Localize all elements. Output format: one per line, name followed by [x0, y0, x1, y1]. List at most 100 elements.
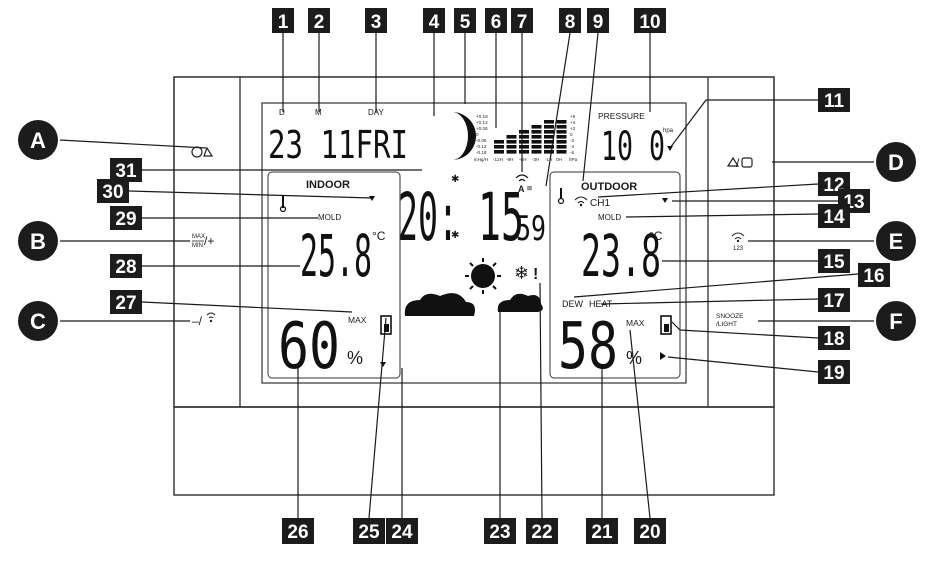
- snooze-icon: [741, 157, 753, 168]
- button-b-plus: /+: [204, 234, 214, 248]
- callout-D: D: [888, 150, 904, 175]
- clock-display: 20: 15 59 ✱ ✱ A ⊠: [398, 174, 546, 256]
- trend-hours: -12H -9H -6H -3H -1H 0H: [493, 157, 562, 162]
- outdoor-temp-unit: °C: [649, 229, 663, 243]
- indoor-section: INDOOR MOLD 25.8 °C MAX 60 %: [278, 179, 392, 384]
- outdoor-channel: CH1: [590, 198, 610, 209]
- indoor-temp-unit: °C: [372, 229, 386, 243]
- trend-bar-segment: [494, 145, 504, 149]
- alarm-clock-icon: [191, 146, 203, 158]
- trend-bar-segment: [556, 150, 567, 154]
- trend-right-scale: +6 +4 +2 0 -2 -4 -6 hPa: [569, 114, 578, 162]
- pressure-display: PRESSURE 10 0 hpa: [598, 111, 674, 170]
- trend-right-4: -2: [570, 138, 575, 143]
- pressure-label: PRESSURE: [598, 111, 645, 121]
- trend-bar-segment: [531, 135, 542, 139]
- trend-bar-segment: [544, 135, 554, 139]
- callout-25: 25: [358, 522, 380, 543]
- trend-bar-segment: [494, 150, 504, 154]
- trend-bar-segment: [519, 140, 529, 144]
- trend-right-2: +2: [570, 126, 576, 131]
- button-b-min: MIN: [192, 243, 203, 249]
- outdoor-humidity-arrow-icon: [660, 352, 666, 360]
- button-b[interactable]: MAX MIN /+: [192, 234, 214, 249]
- alarm-mark-icon: ✱: [451, 230, 459, 241]
- trend-right-3: 0: [570, 132, 573, 137]
- trend-right-1: +4: [570, 120, 576, 125]
- trend-bar-segment: [519, 145, 529, 149]
- trend-left-3: 0: [476, 132, 479, 137]
- trend-right-5: -4: [570, 144, 575, 149]
- button-e[interactable]: 123: [731, 232, 745, 252]
- trend-bar-segment: [531, 130, 542, 134]
- trend-bar-segment: [556, 130, 567, 134]
- callouts-bottom: 26 25 24 23 22 21 20: [282, 518, 666, 544]
- date-day-label: DAY: [368, 108, 385, 117]
- button-e-label: 123: [733, 246, 744, 252]
- trend-left-1: +0.12: [476, 120, 488, 125]
- pressure-arrow-icon: [667, 146, 673, 151]
- button-a[interactable]: [191, 146, 214, 158]
- trend-hour-0: -12H: [493, 157, 503, 162]
- button-b-max: MAX: [192, 234, 205, 240]
- indoor-title: INDOOR: [306, 179, 350, 191]
- indoor-max-label: MAX: [348, 315, 367, 325]
- callout-5: 5: [460, 12, 471, 33]
- trend-bar-segment: [544, 130, 554, 134]
- callout-19: 19: [823, 363, 844, 384]
- callout-15: 15: [823, 252, 845, 273]
- button-c[interactable]: –/: [192, 312, 216, 328]
- screen-bezel: [239, 76, 709, 408]
- trend-hour-2: -6H: [519, 157, 526, 162]
- trend-left-6: -0.18: [476, 150, 487, 155]
- trend-right-unit: hPa: [569, 157, 578, 162]
- callout-21: 21: [591, 522, 613, 543]
- callout-30: 30: [102, 182, 123, 203]
- lcd-screen: [261, 102, 687, 384]
- indoor-panel: [267, 171, 401, 379]
- trend-bar-segment: [531, 150, 542, 154]
- button-d[interactable]: /: [726, 156, 753, 170]
- right-side-panel: [707, 76, 775, 408]
- sun-icon: [465, 258, 501, 294]
- outdoor-temperature: 23.8: [581, 222, 661, 290]
- indoor-battery-icon: [380, 315, 392, 335]
- bell-icon: [203, 146, 214, 157]
- outdoor-mold-label: MOLD: [598, 213, 621, 222]
- trend-bar-segment: [519, 150, 529, 154]
- callout-C: C: [30, 309, 46, 334]
- button-f[interactable]: SNOOZE /LIGHT: [716, 313, 744, 328]
- trend-left-0: +0.18: [476, 114, 488, 119]
- callout-9: 9: [593, 12, 604, 33]
- button-f-snooze: SNOOZE: [716, 313, 744, 320]
- indoor-temperature: 25.8: [300, 222, 372, 290]
- trend-hour-4: -1H: [545, 157, 552, 162]
- device-stand: [173, 406, 775, 496]
- indoor-humidity-arrow-icon: [380, 362, 386, 367]
- wifi-icon: [206, 312, 216, 319]
- outdoor-dew-label: DEW: [562, 299, 584, 309]
- callout-7: 7: [517, 12, 528, 33]
- trend-bars: [494, 120, 567, 154]
- cloud-large-icon: [404, 293, 475, 316]
- trend-left-scale: +0.18 +0.12 +0.06 0 -0.06 -0.12 -0.18 in…: [474, 114, 488, 162]
- callout-4: 4: [429, 12, 440, 33]
- callout-24: 24: [391, 522, 413, 543]
- outdoor-battery-icon: [660, 315, 672, 335]
- callout-14: 14: [823, 207, 845, 228]
- callout-8: 8: [565, 12, 576, 33]
- trend-bar-segment: [544, 150, 554, 154]
- letter-callouts: A B C D E F: [18, 120, 916, 341]
- trend-bar-segment: [556, 140, 567, 144]
- trend-bar-segment: [494, 140, 504, 144]
- am-pm-mark-icon: ✱: [451, 174, 459, 185]
- date-display: D M DAY 23 11FRI: [268, 108, 408, 167]
- button-c-label: –/: [192, 314, 203, 328]
- outdoor-trend-arrow-icon: [662, 198, 668, 203]
- callout-20: 20: [639, 522, 660, 543]
- clock-seconds: 59: [516, 209, 546, 249]
- ice-alert-icon: !: [533, 266, 538, 283]
- trend-right-0: +6: [570, 114, 576, 119]
- trend-bar-segment: [544, 145, 554, 149]
- trend-bar-segment: [556, 120, 567, 124]
